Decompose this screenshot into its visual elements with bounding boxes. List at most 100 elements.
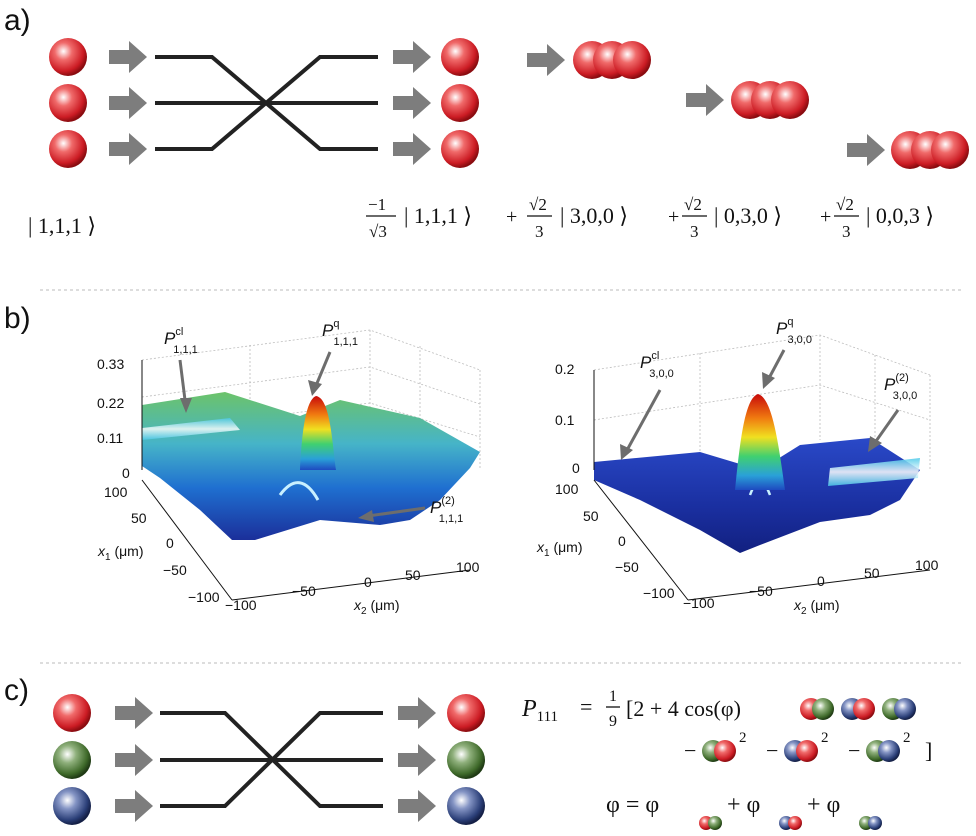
photon-red [441,130,479,168]
coef-numerator: −1 [368,195,386,214]
phi-equation: φ = φ + φ + φ [606,792,882,830]
x2-axis-title: x2 (μm) [353,597,400,617]
right-z-ticks: 0.2 0.1 0 [555,361,580,476]
exponent: 2 [821,730,829,746]
photon-blue [53,787,91,825]
right-arrow-icon [527,44,565,76]
x1-tick: −100 [188,589,220,605]
x1-tick: 0 [618,533,626,549]
panel-b-label: b) [4,302,31,335]
phi-equals: φ = φ [606,792,659,818]
input-state-ket: | 1,1,1 ⟩ [28,213,96,238]
panel-a-tritter [155,55,378,151]
fraction-denominator: 9 [609,713,617,730]
output-superposition: −1 √3 | 1,1,1 ⟩ + √2 3 | 3,0,0 ⟩ + √2 3 … [366,195,934,241]
x1-tick: 0 [166,535,174,551]
x1-tick: −50 [163,562,187,578]
panel-c-output-arrows [398,697,436,822]
x2-tick: 100 [915,557,939,573]
x2-tick: −50 [292,583,316,599]
z-tick: 0.11 [97,430,123,446]
coef-denominator: √3 [369,222,387,241]
coef-denominator: 3 [535,222,544,241]
right-x1-ticks: 100 50 0 −50 −100 [555,481,675,601]
x2-tick: 50 [405,567,421,583]
right-arrow-icon [398,790,436,822]
panel-c-label: c) [4,674,29,707]
minus-sign: − [848,738,860,763]
photon-green [447,741,485,779]
right-x2-ticks: −100 −50 0 50 100 [683,557,939,611]
x2-axis [687,569,931,601]
right-arrow-icon [109,87,147,119]
coef-denominator: 3 [842,222,851,241]
right-surface-plot [593,334,931,601]
photon-red [53,694,91,732]
photon-red [447,694,485,732]
pair-blue-red [841,698,875,720]
photon-red [49,130,87,168]
left-surface-plot [141,329,481,601]
pair-red-green [800,698,834,720]
x1-axis-title: x1 (μm) [97,543,144,563]
x1-tick: −50 [615,559,639,575]
right-arrow-icon [393,133,431,165]
closing-bracket: ] [925,738,932,763]
plus-sign: + [506,206,517,228]
panel-a-output-arrows [393,41,431,165]
central-peak [735,394,785,490]
panel-a-output-photons [441,38,479,168]
bracket-term: [2 + 4 cos(φ) [626,696,741,721]
z-tick: 0 [572,460,580,476]
bunched-state-3 [847,131,969,169]
pair-red-green-sub [699,816,722,830]
left-z-ticks: 0.33 0.22 0.11 0 [97,356,130,481]
photon-red [49,38,87,76]
x2-axis [231,569,471,601]
minus-sign: − [684,738,696,763]
x1-axis [141,479,233,601]
panel-a-input-photons [49,38,87,168]
x2-tick: −100 [225,597,257,613]
x1-tick: 50 [131,510,147,526]
pair-blue-red-sq [784,740,818,762]
annotation-p-second-order: P(2)1,1,1 [430,495,463,525]
left-x2-ticks: −100 −50 0 50 100 [225,559,480,613]
fraction-numerator: 1 [609,688,617,705]
term-ket: | 1,1,1 ⟩ [404,203,472,228]
left-x1-ticks: 100 50 0 −50 −100 [104,484,220,605]
right-arrow-icon [115,697,153,729]
right-arrow-icon [109,133,147,165]
exponent: 2 [903,730,911,746]
phi-plus: + φ [807,792,840,818]
minus-sign: − [766,738,778,763]
term-ket: | 0,3,0 ⟩ [714,203,782,228]
bunched-state-2 [686,81,809,119]
x1-tick: 100 [555,481,579,497]
z-tick: 0.22 [97,395,124,411]
x2-tick: −100 [683,595,715,611]
panel-c-input-arrows [115,697,153,822]
x2-tick: 100 [456,559,480,575]
right-arrow-icon [686,84,724,116]
x1-tick: 50 [583,508,599,524]
pair-green-red-sq [702,740,736,762]
panel-c-output-photons [447,694,485,825]
bunched-state-1 [527,41,651,79]
x1-axis [593,479,689,601]
term-ket: | 3,0,0 ⟩ [560,203,628,228]
central-peak [300,396,336,470]
photon-red [49,84,87,122]
p-symbol: P111 [521,696,558,725]
coef-numerator: √2 [836,195,854,214]
right-arrow-icon [109,41,147,73]
right-arrow-icon [115,790,153,822]
right-arrow-icon [398,697,436,729]
panel-c-tritter [160,711,383,808]
right-arrow-icon [847,134,885,166]
photon-green [53,741,91,779]
exponent: 2 [739,730,747,746]
